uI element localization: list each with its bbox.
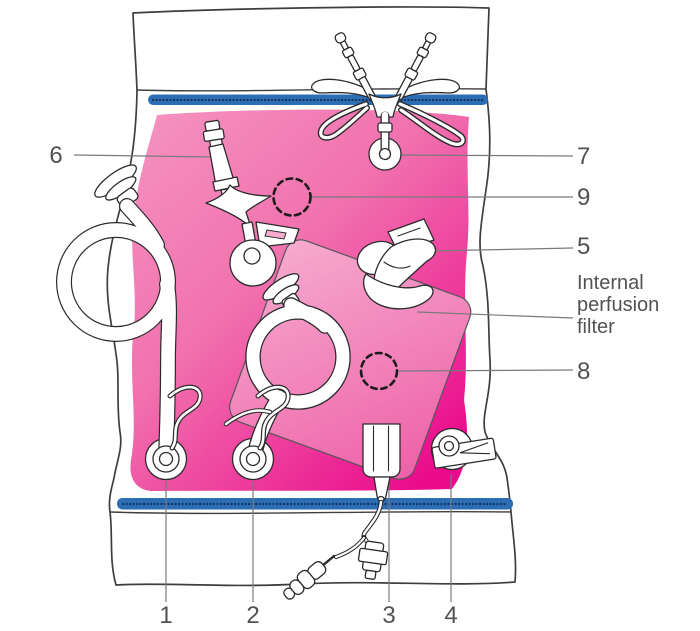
spike-valve-6 (202, 119, 300, 287)
callout-4-label: 4 (444, 602, 458, 629)
callout-6-label: 6 (49, 142, 63, 169)
callout-1-label: 1 (159, 602, 173, 629)
spike-arm-left (334, 32, 376, 100)
dashed-circle-9 (272, 177, 312, 217)
luer-plug (357, 540, 389, 580)
callout-8-label: 8 (577, 358, 591, 385)
leader-line-6 (73, 154, 213, 158)
callout-7-label: 7 (577, 143, 591, 170)
top-seal-strip (148, 94, 488, 105)
filter-annotation-line-3: filter (577, 316, 615, 338)
dashed-circle-8 (359, 351, 399, 391)
spike-arm-right (395, 32, 437, 100)
collapsed-funnel-5 (356, 218, 437, 310)
leader-line-filter (416, 311, 574, 319)
tube-clamp-4 (430, 427, 497, 471)
callout-9-label: 9 (577, 184, 591, 211)
filter-annotation-line-1: Internal (577, 272, 644, 294)
callout-5-label: 5 (577, 233, 591, 260)
leader-line-8 (398, 369, 574, 372)
left-tubing-coil-port-1 (56, 164, 203, 481)
filter-annotation: Internal perfusion filter (577, 272, 659, 338)
leader-line-7 (391, 154, 574, 157)
bottom-seal-strip (117, 498, 513, 510)
leader-lines (73, 154, 574, 602)
sampling-sites (272, 177, 399, 391)
callout-3-label: 3 (382, 602, 396, 629)
drain-connector (283, 554, 336, 600)
outlet-sleeve-3 (283, 423, 401, 600)
leader-line-5 (429, 247, 574, 252)
filter-annotation-line-2: perfusion (577, 294, 660, 316)
top-manifold-port-7 (310, 32, 466, 171)
inner-tubing-coil-port-2 (223, 273, 351, 481)
callout-2-label: 2 (246, 602, 260, 629)
